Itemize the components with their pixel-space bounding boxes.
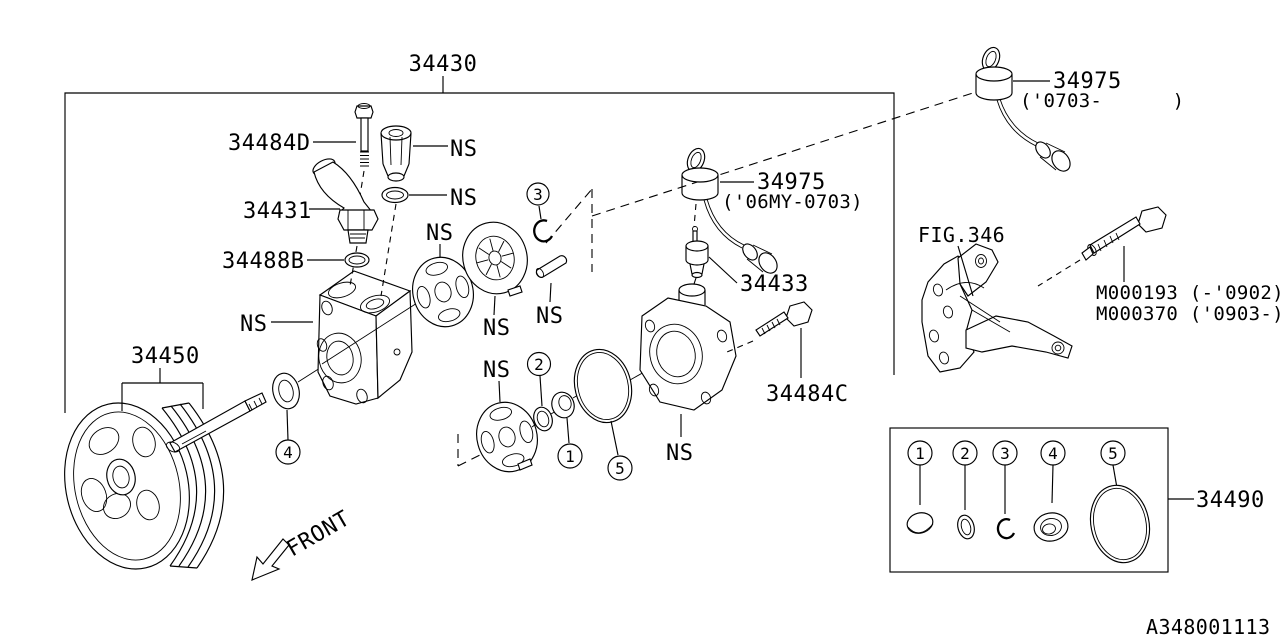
bracket-drawing (921, 243, 1073, 373)
svg-text:3: 3 (533, 185, 543, 204)
rear-housing-drawing (639, 283, 737, 437)
callout-1-main: 1 (557, 443, 583, 469)
legend-callout-2: 2 (952, 440, 978, 540)
ns-label-rotor-b: NS (483, 316, 511, 341)
pulley-drawing (64, 402, 225, 570)
oring-item5-drawing (573, 348, 647, 456)
switch-early-range: ('06MY-0703) (722, 191, 863, 213)
rotor-plate-c-drawing (476, 380, 538, 473)
document-number: A348001113 (1146, 615, 1270, 639)
switch-late-number[interactable]: 34975 (1053, 69, 1122, 94)
washer-item4-drawing (272, 372, 300, 441)
assembly-boundary-box (64, 76, 895, 413)
ns-label-housing: NS (240, 312, 268, 337)
union-bolt-label[interactable]: 34484D (228, 131, 310, 156)
svg-text:4: 4 (1048, 444, 1058, 463)
front-arrow (251, 538, 290, 581)
oring-34488b-drawing (307, 252, 370, 268)
switch-late-range: ('0703- ) (1020, 90, 1184, 112)
callout-2-main: 2 (526, 351, 552, 377)
front-housing-drawing (316, 270, 429, 405)
legend-callout-1: 1 (906, 440, 934, 534)
switch-early-drawing (681, 147, 778, 274)
ns-label-oring: NS (450, 186, 478, 211)
legend-callout-5: 5 (1089, 440, 1151, 564)
ns-label-rotor-c: NS (483, 358, 511, 383)
svg-text:5: 5 (1108, 444, 1118, 463)
assembly-number-label[interactable]: 34430 (409, 52, 478, 77)
elbow-connector-label[interactable]: 34431 (243, 199, 312, 224)
seal-kit-legend: 1 2 3 4 5 (889, 427, 1194, 573)
callout-5-main: 5 (607, 455, 633, 481)
callout-4-main: 4 (275, 439, 301, 465)
svg-text:2: 2 (534, 355, 544, 374)
ns-label-rear-housing: NS (666, 441, 694, 466)
ns-label-pin: NS (536, 304, 564, 329)
svg-text:4: 4 (283, 443, 293, 462)
bracket-bolt-early-label[interactable]: M000193 (-'0902) (1096, 282, 1280, 304)
legend-callout-3: 3 (992, 440, 1018, 540)
front-label: FRONT (283, 506, 355, 562)
pulley-label-bracket (121, 368, 204, 411)
svg-text:3: 3 (1000, 444, 1010, 463)
rotor-vane-drawing (462, 221, 528, 316)
switch-early-number[interactable]: 34975 (757, 170, 826, 195)
svg-text:5: 5 (615, 459, 625, 478)
svg-text:1: 1 (565, 447, 575, 466)
svg-text:2: 2 (960, 444, 970, 463)
oring-item2-drawing (531, 375, 557, 432)
bracket-bolt-late-label[interactable]: M000370 ('0903-) (1096, 303, 1280, 325)
snap-ring-drawing (533, 205, 554, 243)
svg-text:1: 1 (915, 444, 925, 463)
bracket-fig-ref[interactable]: FIG.346 (918, 223, 1005, 247)
seal-kit-label[interactable]: 34490 (1196, 488, 1265, 513)
rear-bolt-label[interactable]: 34484C (766, 382, 848, 407)
seal-item1-drawing (551, 391, 579, 444)
callout-3-main: 3 (526, 182, 550, 206)
oring-34488b-label[interactable]: 34488B (222, 249, 304, 274)
legend-callout-4: 4 (1033, 440, 1069, 542)
ns-label-fitting: NS (450, 137, 478, 162)
valve-label[interactable]: 34433 (740, 272, 809, 297)
ns-label-rotor-a: NS (426, 221, 454, 246)
bracket-bolt-drawing (1037, 206, 1167, 287)
ns-fitting-drawing (380, 125, 448, 182)
ns-oring-drawing (380, 186, 447, 297)
elbow-connector-drawing (309, 158, 379, 287)
dowel-pin-drawing (535, 255, 568, 303)
rear-bolt-drawing (726, 301, 813, 378)
switch-late-drawing (975, 46, 1071, 172)
rotor-plate-a-drawing (412, 256, 474, 328)
pump-shaft-drawing (165, 367, 321, 453)
valve-drawing (685, 226, 738, 288)
pulley-label[interactable]: 34450 (131, 344, 200, 369)
